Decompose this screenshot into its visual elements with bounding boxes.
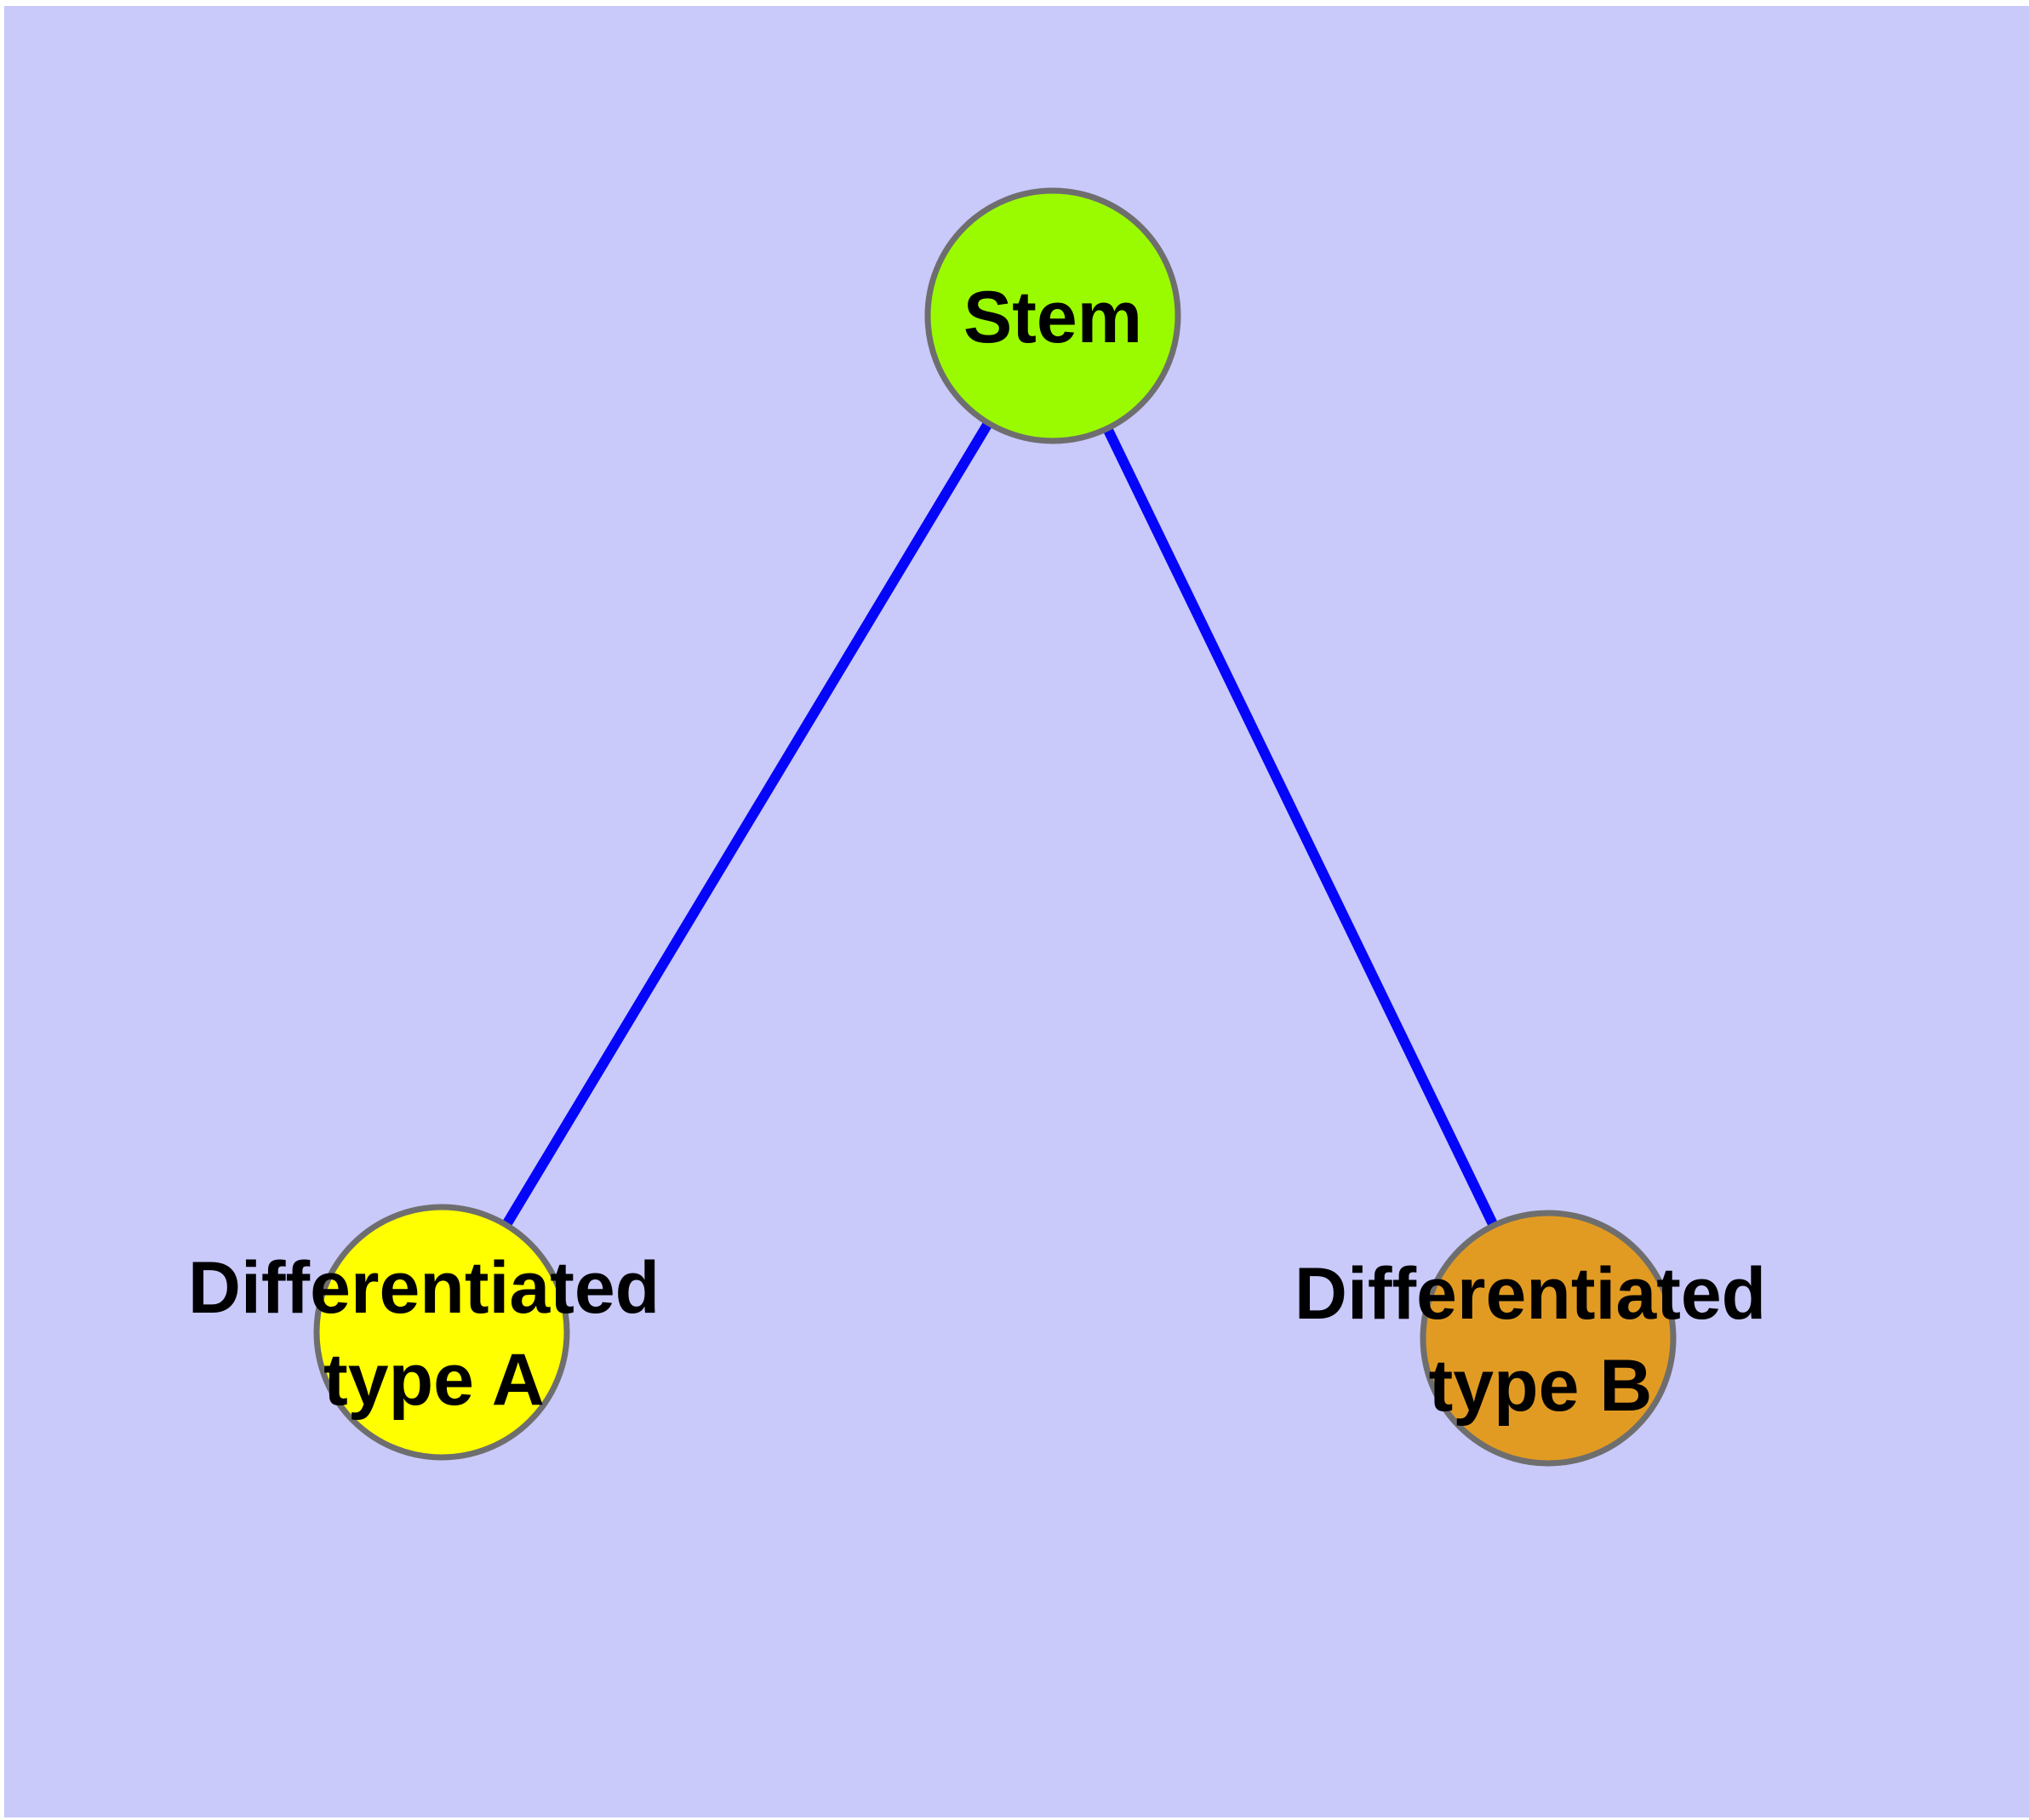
- type-b-node: [1420, 1210, 1677, 1467]
- type-a-node: [313, 1204, 570, 1461]
- type-a-node-label-line2: type A: [323, 1339, 545, 1421]
- edge-stem-to-type-a: [437, 312, 1058, 1336]
- stem-node-label-line1: Stem: [963, 277, 1142, 358]
- type-b-node-label: Differentiated type B: [1295, 1253, 1786, 1427]
- type-a-node-label-line1: Differentiated: [188, 1247, 660, 1329]
- type-b-node-label-line2: type B: [1429, 1345, 1653, 1427]
- type-a-node-label: Differentiated type A: [188, 1247, 680, 1421]
- type-b-node-label-line1: Differentiated: [1295, 1253, 1766, 1335]
- stem-node: [924, 187, 1181, 444]
- stem-node-label: Stem: [963, 277, 1142, 358]
- edge-stem-to-type-b: [1048, 313, 1553, 1341]
